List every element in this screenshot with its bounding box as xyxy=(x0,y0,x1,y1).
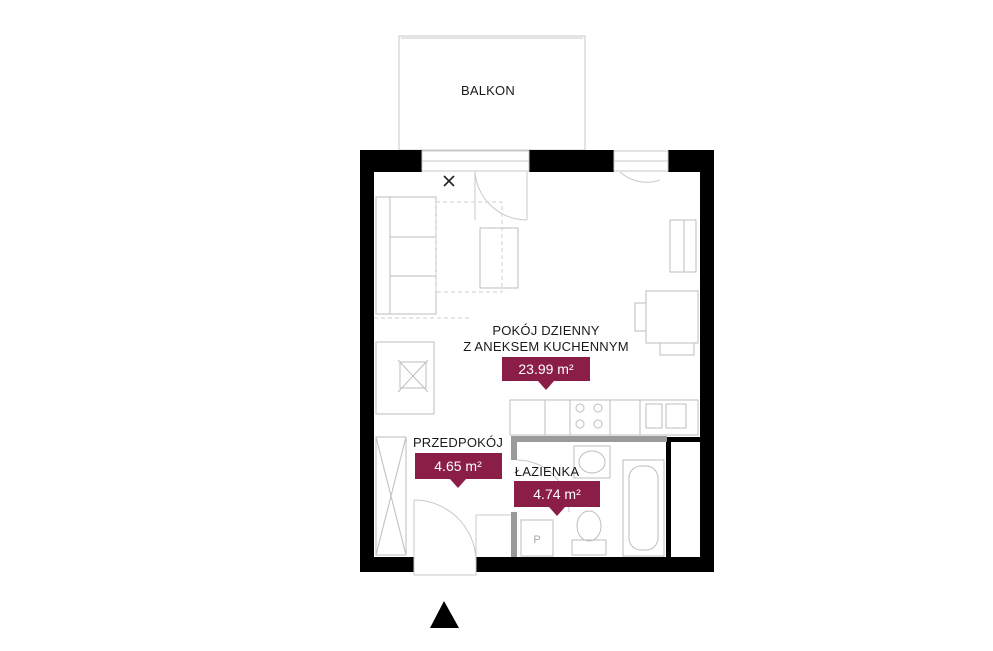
wall-left xyxy=(360,150,374,572)
bathroom-area: 4.74 m² xyxy=(533,486,581,502)
living-room-label-line1: POKÓJ DZIENNY xyxy=(492,323,599,338)
bathroom-p-icon: P xyxy=(533,534,540,546)
dining-table xyxy=(634,290,699,356)
wall-bottom-left xyxy=(360,557,414,572)
rug xyxy=(435,201,503,293)
ventilation-x-icon xyxy=(443,175,455,187)
partition-hall-bathroom-lower xyxy=(511,512,517,557)
tv-cabinet xyxy=(669,219,697,273)
bathroom-area-badge: 4.74 m² xyxy=(514,481,600,516)
partition-bathroom-top xyxy=(511,436,667,442)
wardrobe xyxy=(375,341,435,415)
living-room-area: 23.99 m² xyxy=(518,361,574,377)
shaft-wall-left xyxy=(666,437,671,559)
hallway-area: 4.65 m² xyxy=(434,458,482,474)
partition-hall-bathroom-upper xyxy=(511,436,517,460)
toilet xyxy=(571,510,607,556)
interior-walls xyxy=(511,436,667,557)
balcony-label: BALKON xyxy=(461,83,515,98)
exterior-walls xyxy=(360,150,714,572)
hallway-label: PRZEDPOKÓJ xyxy=(413,435,503,450)
entrance-door xyxy=(413,499,511,576)
hall-wardrobe xyxy=(375,436,407,556)
wall-bottom-right xyxy=(476,557,714,572)
washbasin xyxy=(573,445,611,479)
living-room-label-line2: Z ANEKSEM KUCHENNYM xyxy=(463,339,629,354)
balcony: BALKON xyxy=(398,35,586,151)
bathtub xyxy=(622,459,665,557)
washing-machine: P xyxy=(520,519,554,557)
wall-top-middle xyxy=(529,150,614,172)
wall-top-left xyxy=(360,150,422,172)
living-room-area-badge: 23.99 m² xyxy=(502,357,590,390)
hallway-area-badge: 4.65 m² xyxy=(415,453,502,488)
shaft-wall-top xyxy=(666,437,706,442)
balcony-door xyxy=(474,171,661,221)
coffee-table xyxy=(479,227,519,289)
windows xyxy=(421,150,669,172)
sofa xyxy=(375,196,437,315)
bathroom-label: ŁAZIENKA xyxy=(515,464,580,479)
entrance-arrow-icon xyxy=(430,601,459,628)
wall-right xyxy=(700,150,714,572)
kitchen-counter xyxy=(509,399,699,436)
